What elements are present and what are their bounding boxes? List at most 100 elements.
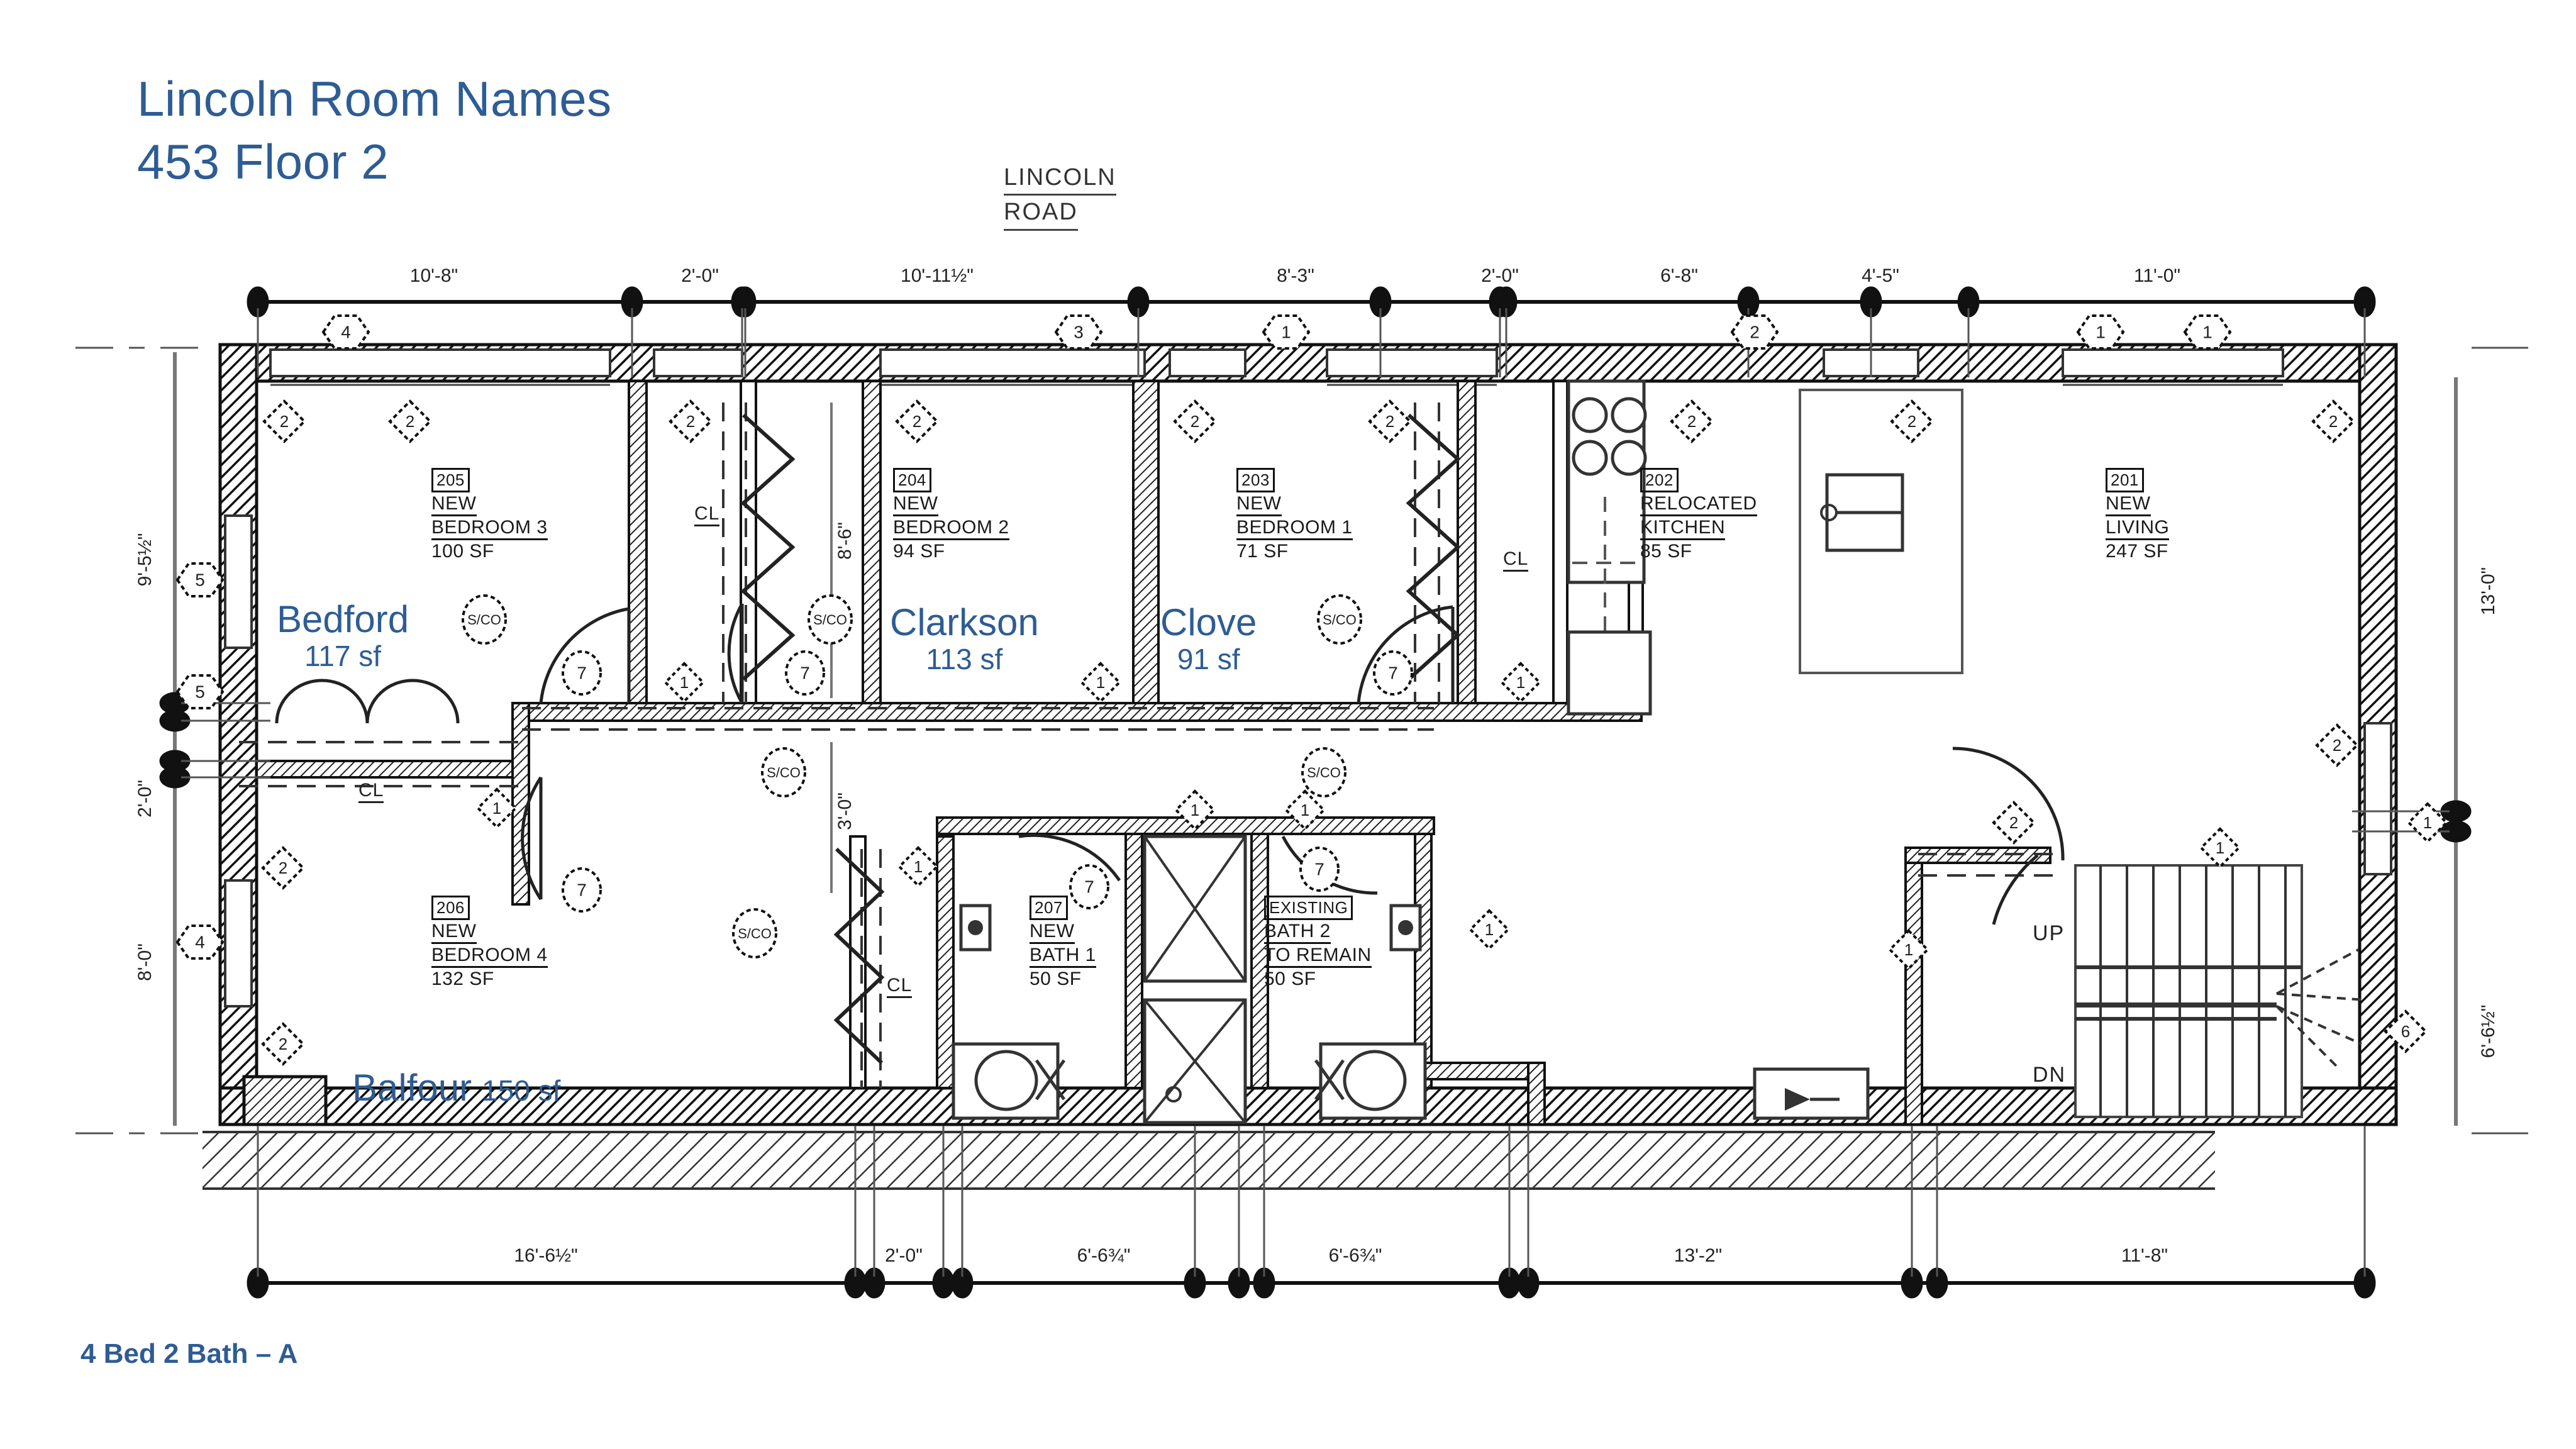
closet-label: CL [694, 503, 720, 526]
window-tag-label: 2 [1907, 412, 1916, 431]
page-title: Lincoln Room Names 453 Floor 2 [137, 68, 612, 194]
detail-tag-label: 1 [914, 857, 923, 876]
slide-caption: 4 Bed 2 Bath – A [80, 1338, 298, 1369]
room-overlay-area: 117 sf [304, 640, 382, 672]
window-tag [262, 399, 306, 443]
grid-marker-label: 5 [195, 570, 205, 589]
dimension-label: 8'-0" [135, 943, 155, 981]
dimension-label: 6'-6¾" [1077, 1245, 1131, 1266]
room-name: BEDROOM 4 [431, 944, 548, 969]
smoke-co-detector-label: S/CO [1323, 612, 1357, 628]
detail-tag [1888, 929, 1929, 970]
grid-marker-label: 2 [1750, 322, 1760, 341]
room-area: 85 SF [1640, 541, 1692, 562]
window-tag [1368, 399, 1412, 443]
door-tag-label: 7 [800, 663, 810, 682]
detail-tag [1080, 662, 1121, 703]
detail-tag [1284, 789, 1326, 831]
detail-tag-label: 1 [680, 673, 689, 692]
grid-marker-label: 4 [195, 932, 205, 952]
door-tag-label: 7 [1084, 877, 1094, 896]
room-number-box: 203 [1236, 468, 1275, 492]
room-area: 94 SF [893, 541, 945, 562]
dimension-label: 2'-0" [135, 780, 155, 818]
grid-marker-hex [2076, 314, 2125, 350]
window-tag-label: 2 [1687, 412, 1696, 431]
dimension-label: 11'-8" [2121, 1245, 2168, 1266]
room-name: BEDROOM 1 [1236, 516, 1353, 541]
room-overlay-name: Bedford [277, 598, 409, 640]
detail-tag [1468, 909, 1510, 950]
grid-marker-hex [175, 924, 225, 960]
street-label: LINCOLN ROAD [1004, 161, 1116, 231]
smoke-co-detector-icon [761, 747, 806, 797]
grid-marker-hex [175, 562, 225, 597]
window-tag [669, 399, 713, 443]
window-tag-label: 2 [2329, 412, 2338, 431]
detail-tag-label: 1 [1301, 801, 1309, 819]
room-overlay-name: Clarkson [890, 601, 1039, 643]
detail-tag-label: 1 [1904, 940, 1913, 959]
room-status: RELOCATED [1640, 492, 1757, 517]
door-tag-label: 7 [1314, 859, 1324, 879]
door-tag [562, 650, 602, 696]
stair-direction-label: DN [2033, 1063, 2067, 1087]
room-area: 71 SF [1236, 541, 1289, 562]
smoke-co-detector-label: S/CO [467, 612, 501, 628]
window-tag [2315, 723, 2359, 767]
dimension-label: 11'-0" [2134, 265, 2180, 286]
smoke-co-detector-icon [808, 594, 853, 645]
window-tag-label: 6 [2401, 1022, 2410, 1041]
window-tag-label: 2 [2333, 736, 2341, 755]
window-tag [388, 399, 432, 443]
room-number-box: 206 [431, 896, 470, 920]
door-tag-label: 7 [577, 880, 587, 899]
room-status: NEW [893, 492, 938, 517]
grid-marker-hex [321, 314, 370, 350]
window-tag-label: 2 [686, 412, 695, 431]
room-overlay-area: 91 sf [1177, 643, 1240, 675]
room-number-box: EXISTING [1264, 896, 1353, 920]
window-tag [895, 399, 939, 443]
smoke-co-detector-icon [732, 908, 777, 958]
room-overlay-area: 113 sf [926, 643, 1003, 675]
window-tag-label: 2 [1191, 412, 1199, 431]
dimension-label: 8'-3" [1277, 265, 1314, 286]
grid-marker-hex [175, 674, 225, 709]
room-name: BATH 1 [1030, 944, 1096, 969]
room-number-box: 205 [431, 468, 470, 492]
window-tag [1890, 399, 1934, 443]
room-status: NEW [1236, 492, 1282, 517]
grid-marker-label: 1 [1281, 322, 1291, 341]
room-number-box: 202 [1640, 468, 1679, 492]
room-status: NEW [2106, 492, 2151, 517]
detail-tag [1174, 789, 1216, 831]
dimension-label: 3'-0" [835, 792, 855, 830]
grid-marker-label: 1 [2096, 322, 2106, 341]
room-area: 247 SF [2106, 541, 2168, 562]
door-tag [1069, 864, 1109, 909]
window-tag-label: 2 [406, 412, 414, 431]
door-tag-label: 7 [1388, 663, 1398, 682]
room-area: 100 SF [431, 541, 494, 562]
room-name: LIVING [2106, 516, 2170, 541]
room-area: 50 SF [1030, 969, 1082, 990]
dimension-label: 16'-6½" [514, 1245, 577, 1266]
stair-direction-label: UP [2033, 921, 2065, 945]
dimension-label: 9'-5½" [135, 533, 155, 587]
room-number-box: 204 [893, 468, 931, 492]
window-tag [261, 846, 305, 890]
door-tag [562, 867, 602, 913]
dimension-label: 13'-2" [1674, 1245, 1722, 1266]
window-tag-label: 2 [2009, 813, 2018, 832]
dimension-label: 4'-5" [1862, 265, 1899, 286]
dimension-label: 6'-6¾" [1329, 1245, 1382, 1266]
dimension-label: 2'-0" [885, 1245, 923, 1266]
